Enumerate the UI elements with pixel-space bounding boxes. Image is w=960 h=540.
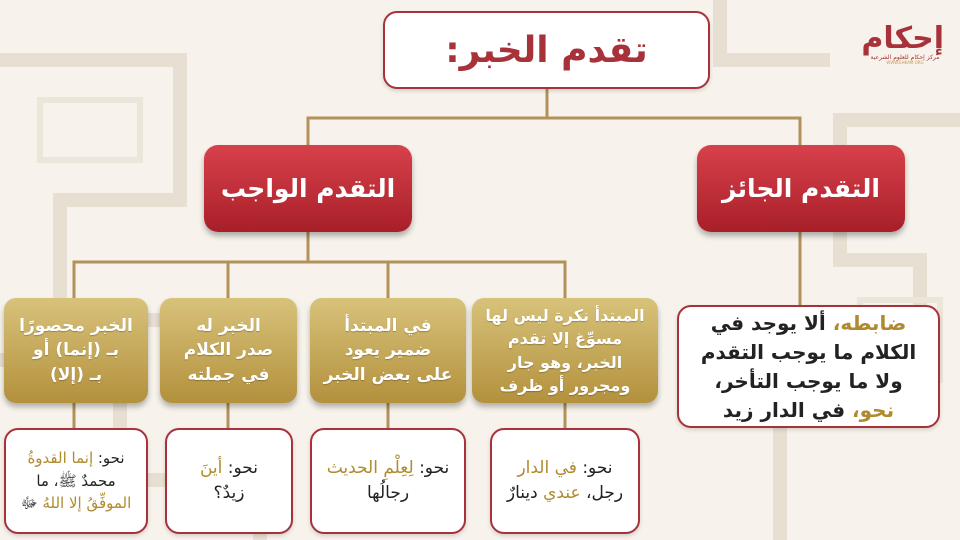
case4-example-line-1: نحو: إنما القدوةُ xyxy=(21,447,132,470)
case2-line-2: ضمير يعود xyxy=(344,340,432,361)
case3-example-prefix: نحو: xyxy=(222,457,259,478)
case1-example-text-a: رجل، xyxy=(580,483,624,503)
jaiz-rule-line-1: ضابطه، ألا يوجد في xyxy=(701,309,916,338)
diagram-title: تقدم الخبر: xyxy=(383,11,710,89)
case-pronoun-in-subject: في المبتدأ ضمير يعود على بعض الخبر xyxy=(310,298,466,403)
case1-line-4: ومجرور أو ظرف xyxy=(499,375,631,395)
case1-example-line-1: نحو: في الدار xyxy=(507,456,623,482)
case3-line-1: الخبر له xyxy=(196,315,261,336)
case-predicate-has-precedence: الخبر له صدر الكلام في جملته xyxy=(160,298,297,403)
case4-line-3: بـ (إلا) xyxy=(49,364,103,385)
case4-example-highlight-2: الموفِّقُ إلا اللهُ xyxy=(42,494,132,513)
jaiz-rule-line-1-text: ألا يوجد في xyxy=(710,310,833,335)
case4-example-highlight: إنما القدوةُ xyxy=(27,449,94,468)
logo-subtitle: مركز إحكام للعلوم الشرعية xyxy=(870,54,940,61)
case3-line-3: في جملته xyxy=(187,364,270,385)
jaiz-rule-line-3: ولا ما يوجب التأخر، xyxy=(714,368,903,393)
case4-example-prefix: نحو: xyxy=(93,449,125,468)
case2-example-line-2: رجالُها xyxy=(366,483,410,503)
case3-example-line-1: نحو: أينَ xyxy=(200,456,258,482)
case2-example-line-1: نحو: لِعِلْمِ الحديث xyxy=(327,456,450,482)
case-restricted-predicate: الخبر محصورًا بـ (إنما) أو بـ (إلا) xyxy=(4,298,148,403)
case1-line-1: المبتدأ نكرة ليس لها xyxy=(485,306,645,326)
case3-example-line-2: زيدٌ؟ xyxy=(213,483,245,503)
case2-line-3: على بعض الخبر xyxy=(323,364,453,385)
logo-mark: إحكام xyxy=(861,21,944,56)
case2-line-1: في المبتدأ xyxy=(344,315,432,336)
case2-example-highlight: لِعِلْمِ الحديث xyxy=(326,457,414,478)
case4-example-line-3: الموفِّقُ إلا اللهُ ﷻ xyxy=(21,492,132,515)
branch-jaiz: التقدم الجائز xyxy=(697,145,905,232)
case4-example-box: نحو: إنما القدوةُ محمدٌ ﷺ، ما الموفِّقُ … xyxy=(4,428,148,534)
case2-example-prefix: نحو: xyxy=(413,457,450,478)
case3-example-highlight: أينَ xyxy=(199,457,223,478)
branch-wajib: التقدم الواجب xyxy=(204,145,412,232)
case1-example-line-2: رجل، عندي دينارٌ xyxy=(507,481,623,507)
jaiz-rule-box: ضابطه، ألا يوجد في الكلام ما يوجب التقدم… xyxy=(677,305,940,428)
jaiz-rule-line-4-text: في الدار زيد xyxy=(722,397,853,422)
logo: إحكام مركز إحكام للعلوم الشرعية WWW.EHKA… xyxy=(861,21,944,66)
case1-example-highlight: في الدار xyxy=(517,457,577,478)
logo-url: WWW.EHKAM.ORG xyxy=(886,60,924,66)
case4-line-1: الخبر محصورًا xyxy=(19,315,133,336)
case4-example-text: ﷻ xyxy=(20,494,43,513)
case4-example-line-2: محمدٌ ﷺ، ما xyxy=(36,471,116,490)
case1-example-prefix: نحو: xyxy=(576,457,613,478)
case-indefinite-subject: المبتدأ نكرة ليس لها مسوِّغ إلا تقدم الخ… xyxy=(472,298,658,403)
case3-example-box: نحو: أينَ زيدٌ؟ xyxy=(165,428,293,534)
case1-line-3: الخبر، وهو جار xyxy=(507,352,623,372)
jaiz-rule-line-4: نحو، في الدار زيد xyxy=(701,396,916,425)
case1-example-text-b: دينارٌ xyxy=(506,483,544,503)
case2-example-box: نحو: لِعِلْمِ الحديث رجالُها xyxy=(310,428,466,534)
jaiz-rule-keyword: ضابطه، xyxy=(832,310,907,335)
case1-line-2: مسوِّغ إلا تقدم xyxy=(507,329,623,349)
case3-line-2: صدر الكلام xyxy=(183,340,274,361)
case1-example-box: نحو: في الدار رجل، عندي دينارٌ xyxy=(490,428,640,534)
case1-example-highlight-2: عندي xyxy=(543,483,581,503)
jaiz-rule-example-keyword: نحو، xyxy=(852,397,895,422)
jaiz-rule-line-2: الكلام ما يوجب التقدم xyxy=(700,339,917,364)
case4-line-2: بـ (إنما) أو xyxy=(33,340,119,361)
